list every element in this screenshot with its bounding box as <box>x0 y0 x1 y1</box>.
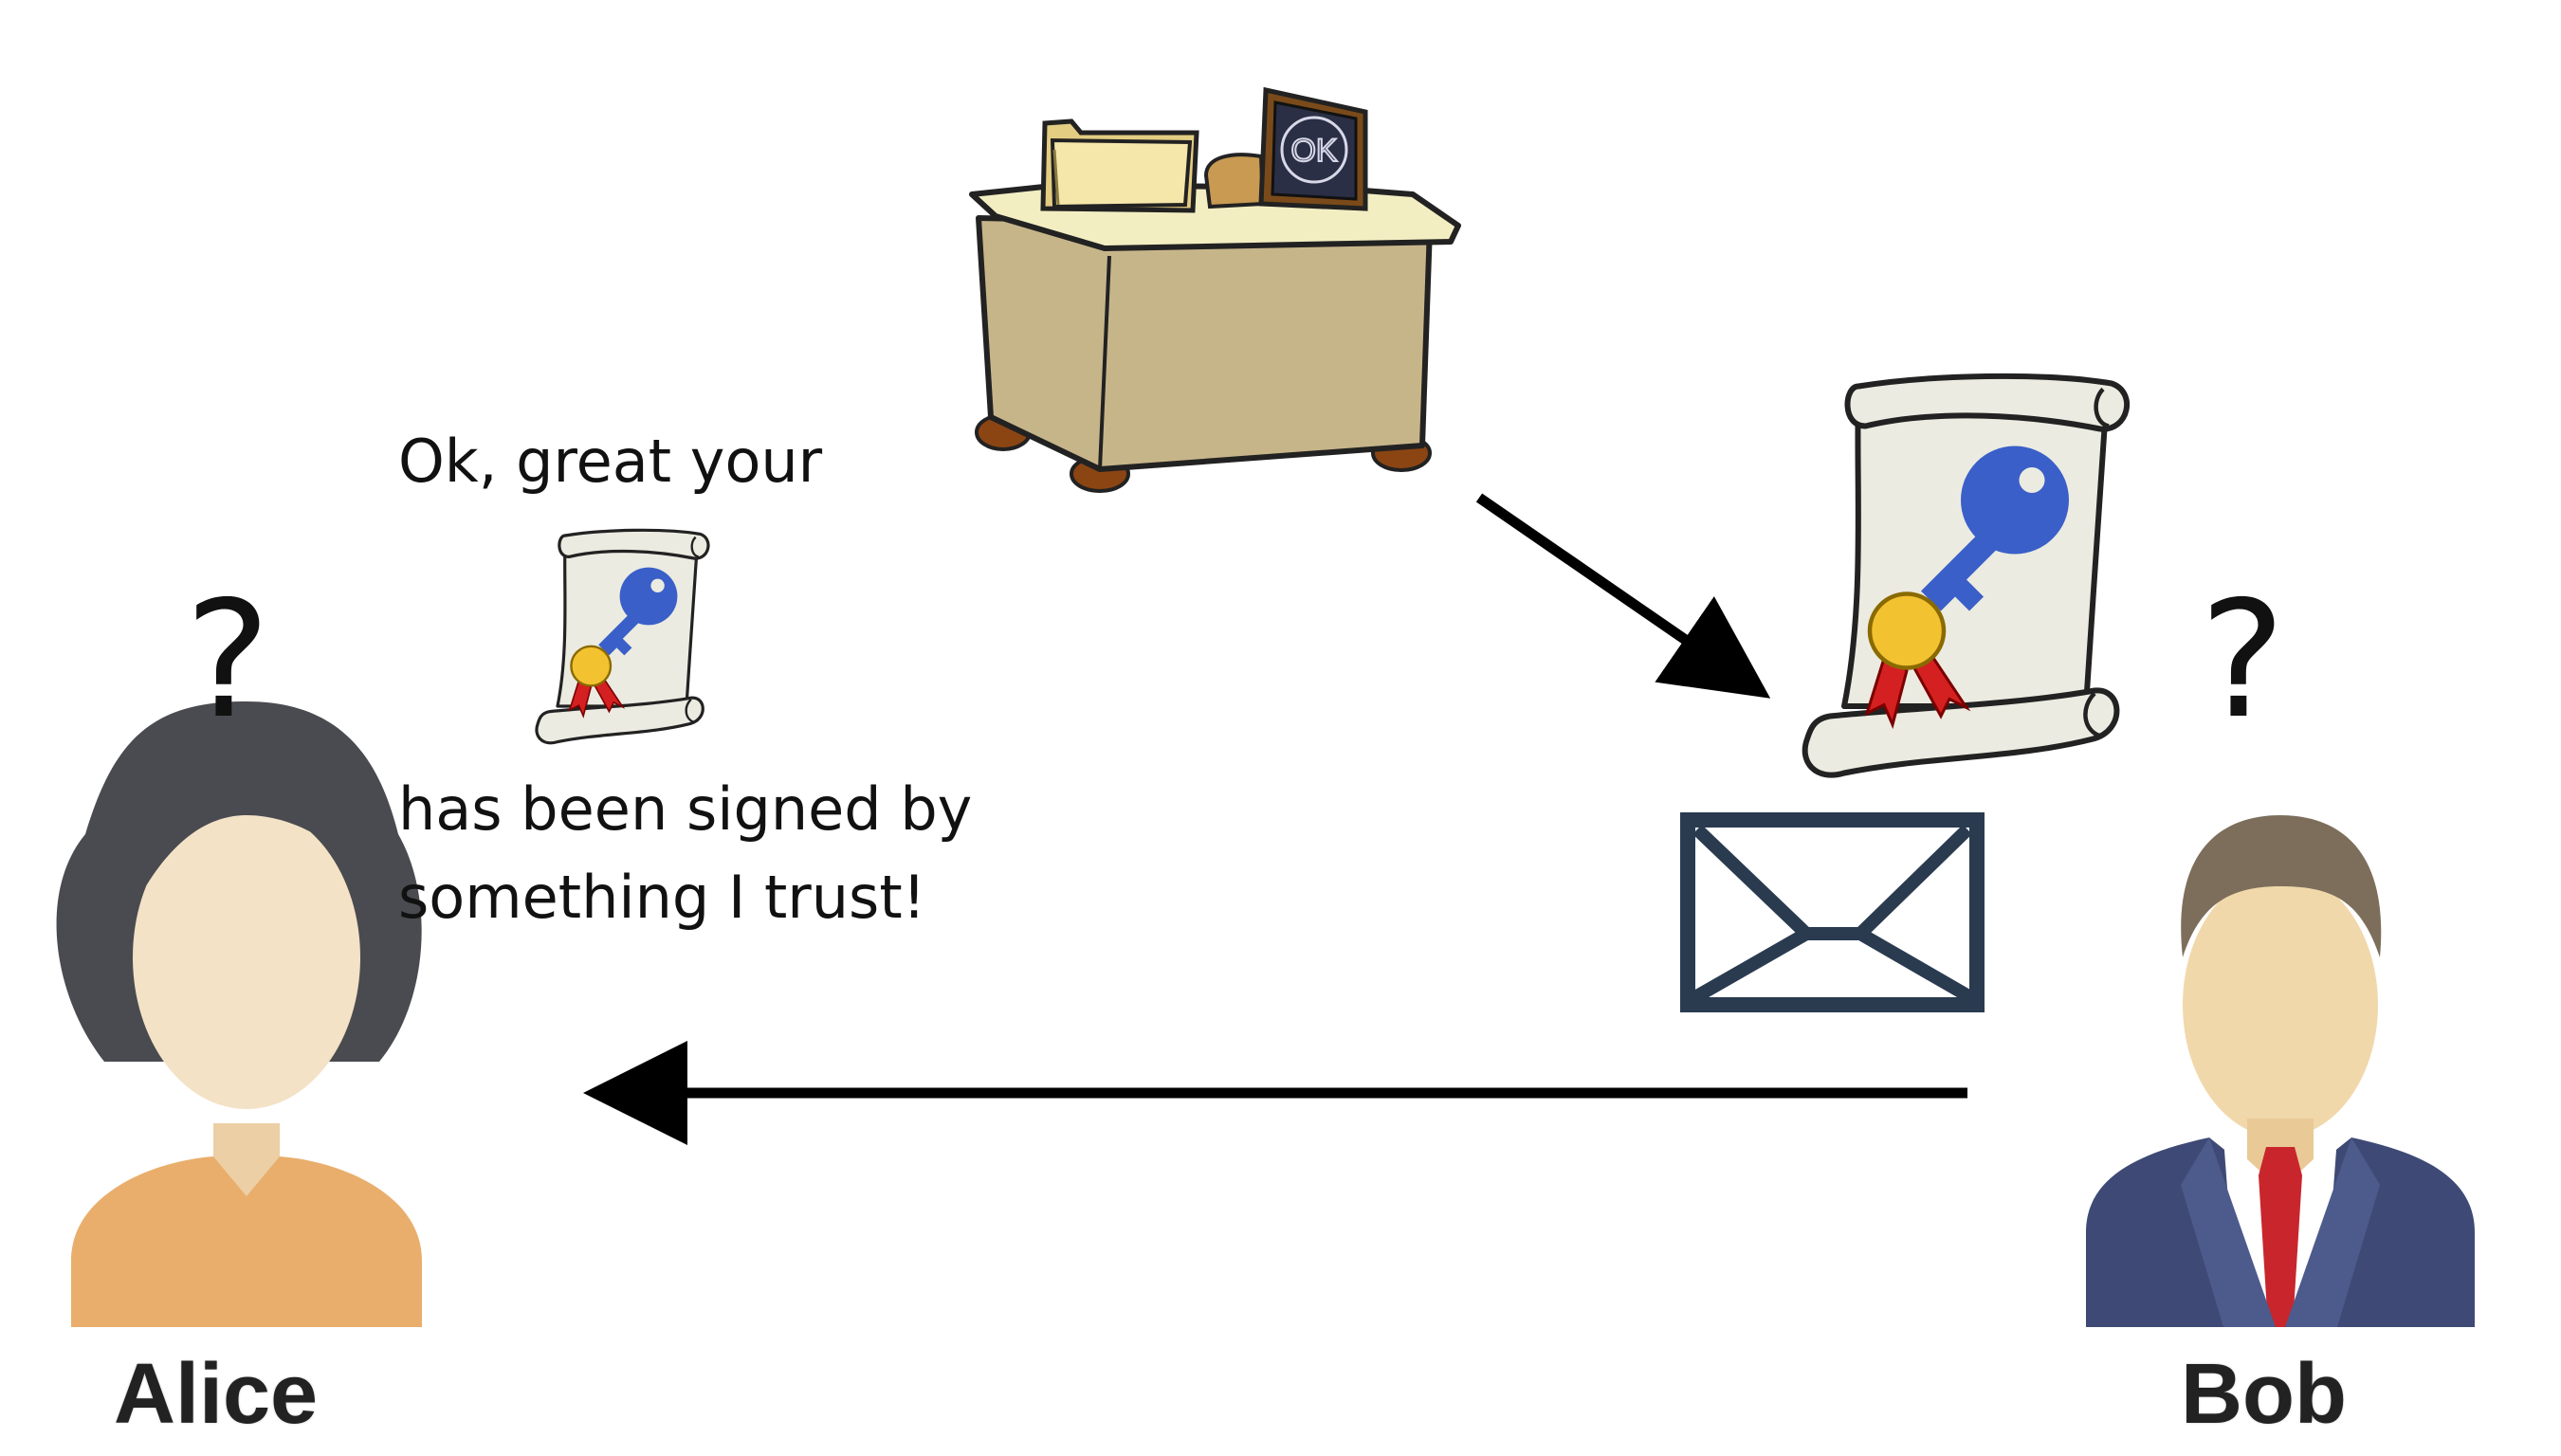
speech-certificate-icon <box>535 528 710 745</box>
bob-question-mark: ? <box>2200 567 2286 755</box>
speech-line-3: something I trust! <box>398 863 926 932</box>
certificate-authority-desk-icon: OK <box>969 86 1461 493</box>
signing-arrow <box>1475 493 1771 699</box>
bob-certificate-icon <box>1805 376 2127 775</box>
speech-line-2: has been signed by <box>398 774 973 844</box>
alice-name-label: Alice <box>114 1347 319 1442</box>
bob-name-label: Bob <box>2181 1347 2347 1442</box>
bob-avatar-icon <box>2086 815 2475 1327</box>
alice-avatar-icon <box>56 701 422 1327</box>
speech-line-1: Ok, great your <box>398 427 823 496</box>
alice-question-mark: ? <box>185 567 271 755</box>
stamp-text: OK <box>1290 133 1337 169</box>
envelope-icon <box>1680 812 1985 1012</box>
